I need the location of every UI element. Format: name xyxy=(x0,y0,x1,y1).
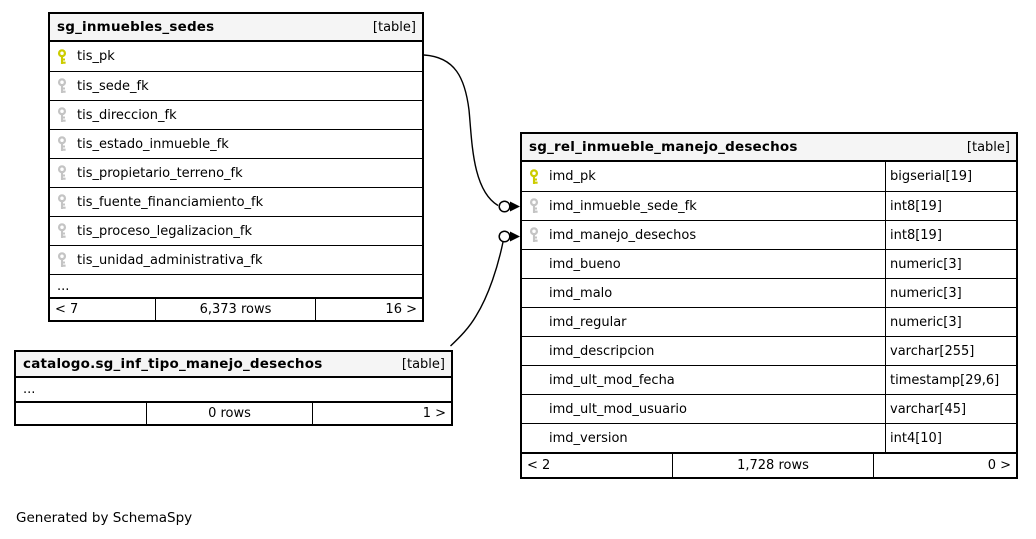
column-row: tis_estado_inmueble_fk xyxy=(50,129,422,158)
column-row: tis_proceso_legalizacion_fk xyxy=(50,216,422,245)
column-type: bigserial[19] xyxy=(885,162,1016,191)
table-footer: < 7 6,373 rows 16 > xyxy=(50,297,422,320)
column-row: imd_descripcion varchar[255] xyxy=(522,336,1016,365)
column-name: imd_bueno xyxy=(549,256,621,272)
column-type: int4[10] xyxy=(885,424,1016,452)
hidden-columns-ellipsis: ... xyxy=(50,274,422,297)
column-type: varchar[255] xyxy=(885,337,1016,365)
column-type: int8[19] xyxy=(885,221,1016,249)
column-name: tis_propietario_terreno_fk xyxy=(77,165,243,181)
column-type: numeric[3] xyxy=(885,279,1016,307)
column-row: imd_ult_mod_usuario varchar[45] xyxy=(522,394,1016,423)
column-row: imd_regular numeric[3] xyxy=(522,307,1016,336)
foreign-key-icon xyxy=(529,227,539,242)
foreign-key-icon xyxy=(57,136,67,151)
row-count: 1,728 rows xyxy=(672,454,873,477)
column-name: imd_descripcion xyxy=(549,343,655,359)
foreign-key-icon xyxy=(57,223,67,238)
column-row: tis_direccion_fk xyxy=(50,100,422,129)
column-row: tis_fuente_financiamiento_fk xyxy=(50,187,422,216)
hidden-columns-ellipsis: ... xyxy=(23,382,36,397)
column-name: tis_estado_inmueble_fk xyxy=(77,136,229,152)
row-count: 0 rows xyxy=(146,403,312,424)
foreign-key-icon xyxy=(57,194,67,209)
foreign-key-icon xyxy=(529,198,539,213)
column-name: imd_pk xyxy=(549,169,596,184)
connector-circle-icon xyxy=(498,200,511,213)
table-footer: < 2 1,728 rows 0 > xyxy=(522,452,1016,477)
no-key-spacer xyxy=(529,372,539,388)
foreign-key-icon xyxy=(57,165,67,180)
relationship-line-catalogo-to-rel xyxy=(450,241,504,347)
column-name: tis_proceso_legalizacion_fk xyxy=(77,223,253,239)
column-row: tis_pk xyxy=(50,42,422,71)
table-footer: 0 rows 1 > xyxy=(16,401,451,424)
column-name: tis_direccion_fk xyxy=(77,107,177,123)
column-type: timestamp[29,6] xyxy=(885,366,1016,394)
no-key-spacer xyxy=(529,343,539,359)
parents-count: < 2 xyxy=(527,458,551,473)
table-title[interactable]: catalogo.sg_inf_tipo_manejo_desechos xyxy=(23,356,323,372)
children-count: 0 > xyxy=(873,454,1016,477)
table-sg-inmuebles-sedes: sg_inmuebles_sedes [table] tis_pk tis_se… xyxy=(48,12,424,322)
column-name: tis_pk xyxy=(77,49,115,64)
column-name: imd_regular xyxy=(549,314,627,330)
column-name: imd_ult_mod_usuario xyxy=(549,401,687,417)
column-type: varchar[45] xyxy=(885,395,1016,423)
column-row: tis_unidad_administrativa_fk xyxy=(50,245,422,274)
table-type-badge: [table] xyxy=(372,19,416,35)
column-name: imd_inmueble_sede_fk xyxy=(549,198,697,214)
column-row: tis_sede_fk xyxy=(50,71,422,100)
relationship-line-inmuebles-to-rel xyxy=(423,54,499,207)
connector-arrow-icon xyxy=(510,231,520,242)
children-count: 1 > xyxy=(312,403,451,424)
column-row: imd_malo numeric[3] xyxy=(522,278,1016,307)
column-name: imd_ult_mod_fecha xyxy=(549,372,675,388)
table-header[interactable]: sg_rel_inmueble_manejo_desechos [table] xyxy=(522,134,1016,162)
foreign-key-icon xyxy=(57,252,67,267)
column-name: imd_version xyxy=(549,430,628,446)
row-count: 6,373 rows xyxy=(155,299,315,320)
column-name: tis_fuente_financiamiento_fk xyxy=(77,194,264,210)
column-row: imd_version int4[10] xyxy=(522,423,1016,452)
parents-count: < 7 xyxy=(55,302,79,317)
connector-circle-icon xyxy=(498,230,511,243)
foreign-key-icon xyxy=(57,107,67,122)
column-name: imd_manejo_desechos xyxy=(549,227,697,243)
column-name: tis_sede_fk xyxy=(77,78,149,94)
generated-by-note: Generated by SchemaSpy xyxy=(16,510,193,526)
no-key-spacer xyxy=(529,314,539,330)
column-type: int8[19] xyxy=(885,192,1016,220)
column-row: imd_ult_mod_fecha timestamp[29,6] xyxy=(522,365,1016,394)
foreign-key-icon xyxy=(57,78,67,93)
children-count: 16 > xyxy=(315,299,422,320)
table-title[interactable]: sg_inmuebles_sedes xyxy=(57,19,215,35)
no-key-spacer xyxy=(529,401,539,417)
no-key-spacer xyxy=(529,285,539,301)
table-title[interactable]: sg_rel_inmueble_manejo_desechos xyxy=(529,139,798,155)
column-type: numeric[3] xyxy=(885,250,1016,278)
table-catalogo-sg-inf-tipo-manejo-desechos: catalogo.sg_inf_tipo_manejo_desechos [ta… xyxy=(14,350,453,426)
table-header[interactable]: sg_inmuebles_sedes [table] xyxy=(50,14,422,42)
parents-count xyxy=(16,403,146,424)
column-name: tis_unidad_administrativa_fk xyxy=(77,252,263,268)
table-header[interactable]: catalogo.sg_inf_tipo_manejo_desechos [ta… xyxy=(16,352,451,378)
no-key-spacer xyxy=(529,430,539,446)
table-type-badge: [table] xyxy=(966,139,1010,155)
column-row: imd_inmueble_sede_fk int8[19] xyxy=(522,191,1016,220)
column-row: imd_manejo_desechos int8[19] xyxy=(522,220,1016,249)
table-type-badge: [table] xyxy=(401,356,445,372)
no-key-spacer xyxy=(529,256,539,272)
column-row: tis_propietario_terreno_fk xyxy=(50,158,422,187)
column-row: imd_bueno numeric[3] xyxy=(522,249,1016,278)
primary-key-icon xyxy=(529,168,539,184)
column-row: imd_pk bigserial[19] xyxy=(522,162,1016,191)
table-sg-rel-inmueble-manejo-desechos: sg_rel_inmueble_manejo_desechos [table] … xyxy=(520,132,1018,479)
connector-arrow-icon xyxy=(510,201,520,212)
column-name: imd_malo xyxy=(549,285,613,301)
column-type: numeric[3] xyxy=(885,308,1016,336)
primary-key-icon xyxy=(57,48,67,64)
